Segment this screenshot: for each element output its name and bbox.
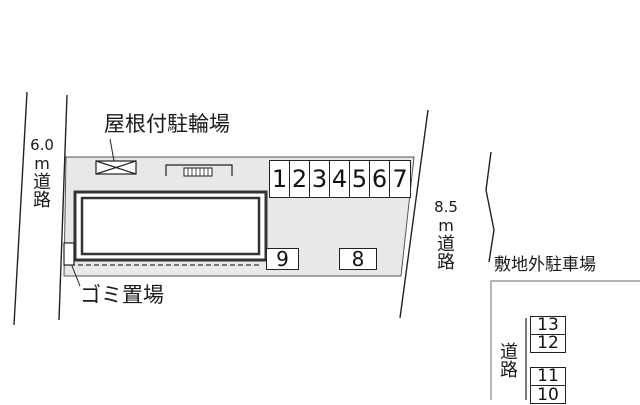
left-road-label: 6.0 m 道路 [28, 138, 56, 210]
left-road-line-inner [58, 94, 68, 321]
offsite-space-11: 11 [530, 367, 566, 386]
parking-space: 1 [269, 160, 289, 198]
bike-parking-label: 屋根付駐輪場 [104, 112, 230, 136]
right-road-name: 道路 [437, 234, 455, 273]
left-road-width: 6.0 [30, 136, 54, 154]
left-road-line-outer [13, 91, 28, 326]
offsite-road-label: 道路 [497, 344, 521, 380]
parking-space: 3 [309, 160, 329, 198]
offsite-space-12: 12 [530, 334, 566, 353]
entrance-structure [165, 164, 233, 176]
offsite-lot-border [490, 280, 640, 400]
parking-space-8: 8 [339, 248, 377, 270]
right-road-line-inner [399, 109, 429, 319]
parking-space: 5 [349, 160, 369, 198]
parking-space: 2 [289, 160, 309, 198]
garbage-label: ゴミ置場 [80, 283, 164, 307]
left-road-unit: m [34, 154, 50, 173]
parking-space-9: 9 [266, 248, 299, 270]
offsite-road-name: 道路 [500, 342, 518, 381]
parking-space: 4 [329, 160, 349, 198]
right-road-label: 8.5 m 道路 [432, 200, 460, 272]
left-road-name: 道路 [33, 172, 51, 211]
right-road-line-outer [485, 151, 495, 263]
right-road-width: 8.5 [434, 198, 458, 216]
garbage-area [63, 242, 75, 266]
offsite-space-10: 10 [530, 385, 566, 404]
right-road-unit: m [438, 216, 454, 235]
parking-row: 1 2 3 4 5 6 7 [269, 160, 411, 198]
offsite-parking-label: 敷地外駐車場 [494, 255, 596, 275]
parking-space: 7 [389, 160, 411, 198]
building-inner [80, 196, 261, 256]
parking-space: 6 [369, 160, 389, 198]
